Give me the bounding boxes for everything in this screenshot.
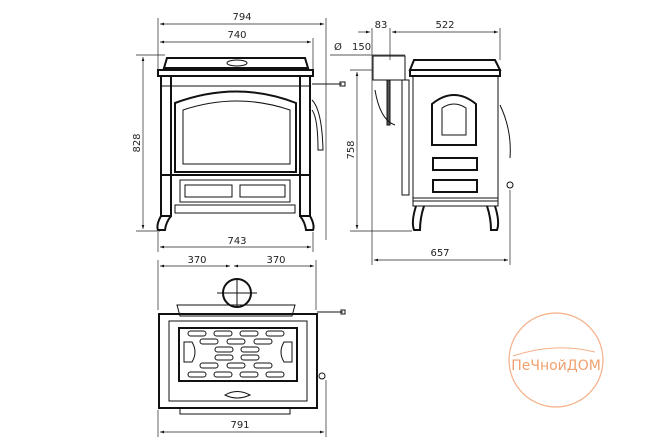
dim-flue-offset: 83 xyxy=(375,20,388,31)
front-view: 794 740 828 743 xyxy=(132,12,346,252)
dim-front-overall-width: 794 xyxy=(232,12,251,23)
dim-front-base-width: 743 xyxy=(227,236,246,247)
side-view: 83 522 Ø 150 758 657 xyxy=(330,20,514,265)
top-view: 370 370 791 xyxy=(157,255,346,437)
dim-side-depth: 522 xyxy=(435,20,454,31)
dim-top-half-right: 370 xyxy=(266,255,285,266)
dim-flue-height: 758 xyxy=(346,140,357,159)
dim-front-top-width: 740 xyxy=(227,30,246,41)
dim-side-overall-depth: 657 xyxy=(430,248,449,259)
dim-top-half-left: 370 xyxy=(187,255,206,266)
logo: ПеЧнойДОМ xyxy=(508,312,604,408)
dim-top-overall-width: 791 xyxy=(230,420,249,431)
dim-flue-diameter: 150 xyxy=(352,42,371,53)
grille-slots xyxy=(183,330,293,378)
dim-front-height: 828 xyxy=(132,133,143,152)
diameter-symbol: Ø xyxy=(334,41,342,53)
logo-text: ПеЧнойДОМ xyxy=(511,358,601,374)
